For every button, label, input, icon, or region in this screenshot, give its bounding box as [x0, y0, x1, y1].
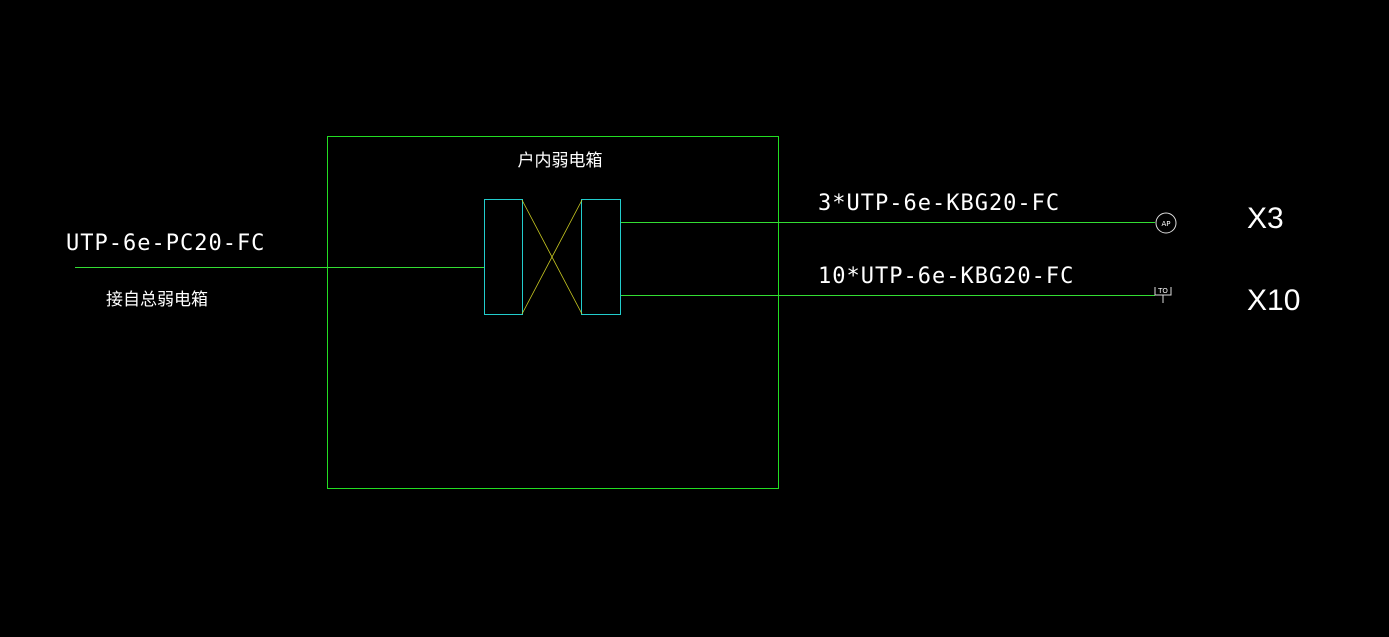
data-outlet-label: TO — [1157, 287, 1168, 295]
cross-connect-b — [521, 199, 583, 315]
enclosure-box — [327, 136, 779, 489]
incoming-cable-label: UTP-6e-PC20-FC — [66, 231, 265, 256]
incoming-source-label: 接自总弱电箱 — [106, 290, 208, 310]
ap-count-label: X3 — [1247, 202, 1284, 235]
ap-outlet-icon: AP — [1155, 212, 1177, 234]
patch-panel-right — [581, 199, 621, 315]
enclosure-title: 户内弱电箱 — [518, 151, 603, 171]
patch-panel-left — [484, 199, 523, 315]
outgoing-cable-label-ap: 3*UTP-6e-KBG20-FC — [818, 191, 1060, 216]
ap-outlet-label: AP — [1161, 220, 1170, 228]
data-outlet-icon: TO — [1154, 287, 1172, 303]
outgoing-cable-label-to: 10*UTP-6e-KBG20-FC — [818, 264, 1074, 289]
data-outlet-count-label: X10 — [1247, 284, 1300, 317]
